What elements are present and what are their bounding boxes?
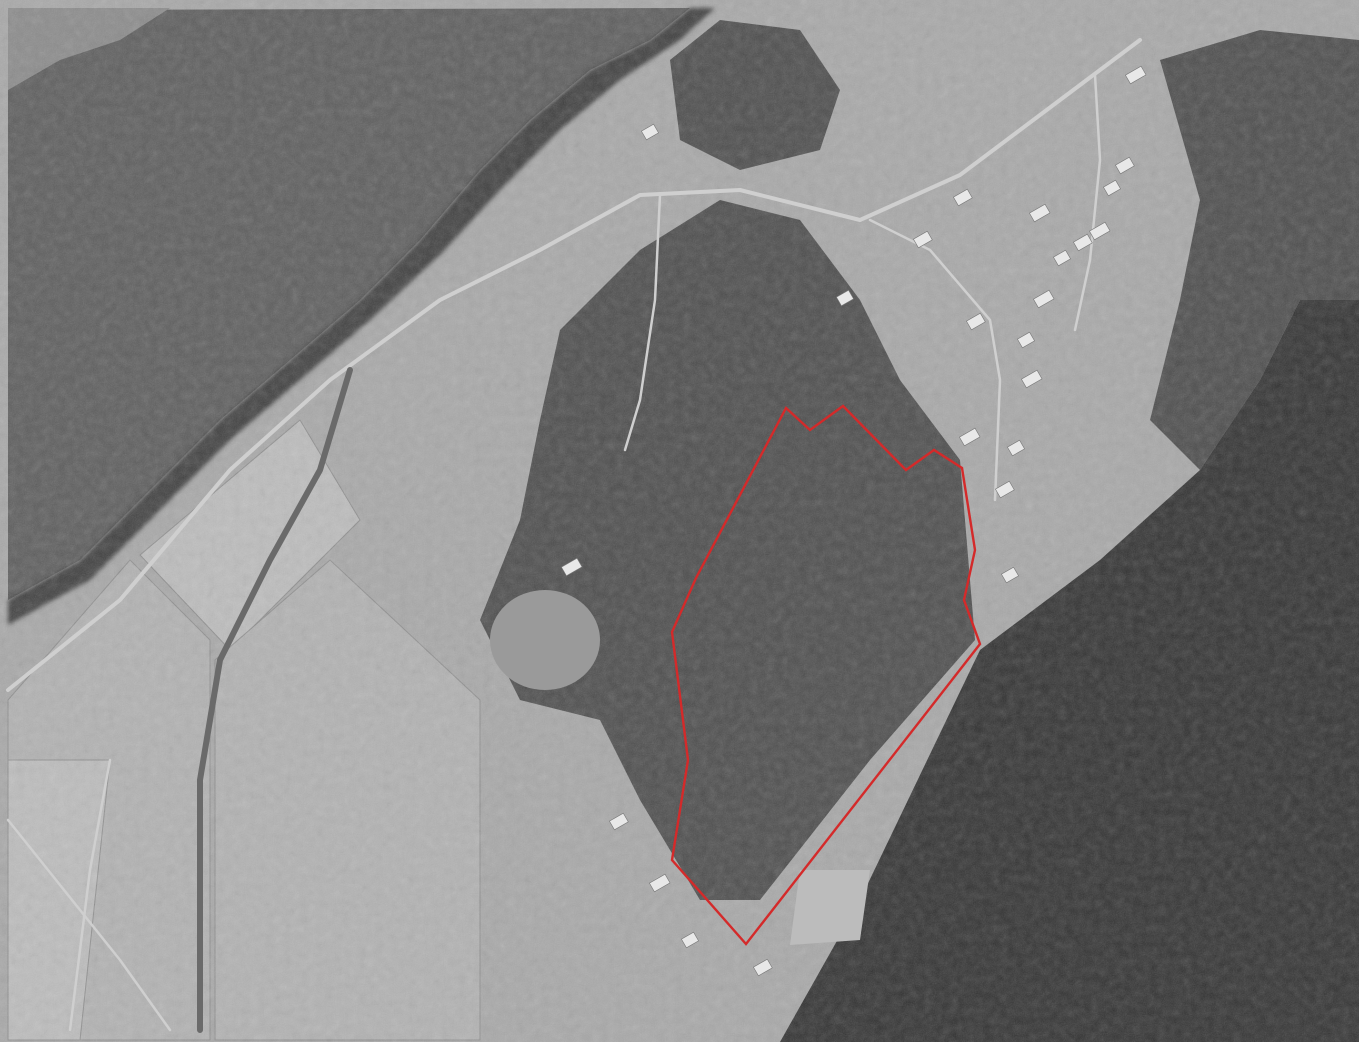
farm-track <box>68 758 112 1032</box>
building <box>753 958 773 977</box>
building <box>609 812 629 831</box>
building <box>1089 221 1111 241</box>
building <box>953 188 973 207</box>
building <box>1021 369 1043 389</box>
roads <box>6 38 1142 1033</box>
building <box>641 123 659 141</box>
building <box>1125 65 1147 85</box>
farm-track <box>868 218 1002 502</box>
farm-track <box>1073 73 1102 332</box>
building <box>966 312 986 331</box>
building <box>913 230 933 249</box>
building <box>959 427 981 447</box>
building <box>1033 289 1055 309</box>
farm-track <box>6 818 172 1032</box>
building <box>1001 566 1019 584</box>
buildings <box>561 65 1147 977</box>
building <box>1029 203 1051 223</box>
drainage-channel <box>197 367 353 1033</box>
building <box>836 289 854 307</box>
building <box>1103 179 1121 197</box>
building <box>1017 331 1035 349</box>
building <box>1007 439 1025 457</box>
building <box>681 931 699 949</box>
building <box>561 557 583 577</box>
cleared-patch <box>490 590 600 690</box>
main-road <box>6 38 1142 692</box>
farm-track <box>623 193 662 452</box>
building <box>649 873 671 893</box>
cleared-patch <box>790 870 870 945</box>
building <box>1073 233 1093 252</box>
property-boundary <box>670 404 982 946</box>
building <box>995 480 1015 499</box>
building <box>1053 249 1071 267</box>
building <box>1115 156 1135 175</box>
